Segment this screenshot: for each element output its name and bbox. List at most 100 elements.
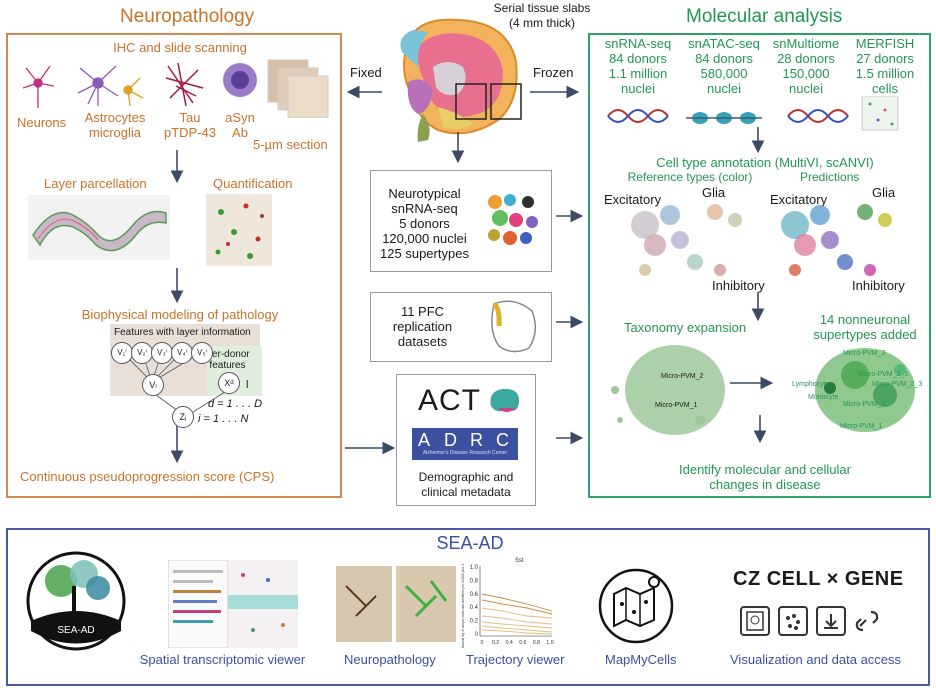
d-range: d = 1 . . . D (208, 398, 263, 410)
trajectory-ytick-label: 0.8 (470, 578, 479, 584)
fixed-label: Fixed (350, 65, 382, 80)
layer-parcellation-label: Layer parcellation (44, 176, 147, 191)
prediction-umap (781, 204, 892, 276)
neurotypical-umap (488, 194, 538, 245)
mapmycells-icon[interactable] (596, 566, 676, 644)
pfc-line-1: 11 PFC (400, 304, 445, 319)
nonneuronal-line-1: 14 nonneuronal (819, 312, 911, 327)
serial-slabs-label: Serial tissue slabs (4 mm thick) (482, 1, 602, 31)
neurotypical-line-4: 120,000 nuclei (382, 231, 467, 246)
sea-ad-logo[interactable] (26, 546, 126, 656)
identify-line-2: changes in disease (709, 477, 821, 492)
assay-merfish-count: 1.5 million (855, 66, 915, 81)
act-logo: ACT (418, 384, 481, 417)
v-node-2: V₂ⁱ (131, 342, 153, 364)
demographic-line-2: clinical metadata (421, 485, 511, 499)
spatial-viewer-screenshot[interactable] (168, 560, 298, 648)
report-icon[interactable] (740, 606, 770, 636)
excitatory-label-left: Excitatory (604, 192, 662, 207)
v-node-3: V₃ⁱ (151, 342, 173, 364)
assay-snrna-count: 1.1 million (608, 66, 668, 81)
adrc-letter-r: R (470, 430, 483, 450)
trajectory-line (481, 625, 553, 633)
umap-right-label-1: Micro-PVM_2 (843, 350, 886, 357)
assay-snrna: snRNA-seq 84 donors 1.1 million nuclei (598, 36, 678, 96)
pfc-text: 11 PFC replication datasets (375, 304, 470, 349)
sea-ad-logo-text: SEA-AD (57, 625, 95, 636)
assay-snmultiome-unit: nuclei (789, 81, 823, 96)
section-slides-icon (267, 59, 329, 118)
assay-snmultiome: snMultiome 28 donors 150,000 nuclei (768, 36, 844, 96)
assay-snatac-donors: 84 donors (695, 51, 753, 66)
molecular-analysis-title: Molecular analysis (686, 6, 843, 27)
neurons-label: Neurons (17, 115, 67, 130)
per-donor-label: Per-donor features (205, 349, 250, 371)
assay-snrna-name: snRNA-seq (604, 36, 672, 51)
cz-cellxgene-logo[interactable]: CZ CELL × GENE (733, 568, 904, 590)
tau-tangle-icon (165, 62, 204, 107)
trajectory-ytick-label: 0.2 (470, 619, 479, 625)
adrc-logo: A D R C Alzheimer's Disease Research Cen… (412, 428, 518, 460)
assay-snmultiome-donors: 28 donors (777, 51, 835, 66)
umap-left-label-2: Micro-PVM_1 (655, 402, 698, 409)
mapmycells-link[interactable]: MapMyCells (605, 652, 677, 667)
assay-snatac: snATAC-seq 84 donors 580,000 nuclei (683, 36, 765, 96)
assay-snatac-count: 580,000 (700, 66, 748, 81)
link-icon[interactable] (852, 606, 882, 636)
neurotypical-text: Neurotypical snRNA-seq 5 donors 120,000 … (372, 186, 477, 261)
spatial-viewer-link[interactable]: Spatial transcriptomic viewer (139, 652, 306, 667)
ihc-title: IHC and slide scanning (113, 40, 247, 55)
viz-data-access-link[interactable]: Visualization and data access (730, 652, 902, 667)
neuropathology-title: Neuropathology (120, 6, 255, 27)
trajectory-ytick-label: 0.6 (470, 592, 479, 598)
scatter-data-icon[interactable] (778, 606, 808, 636)
trajectory-xtick-label: 0.4 (506, 640, 513, 646)
assay-icons (607, 96, 899, 131)
neurotypical-line-1: Neurotypical (388, 186, 461, 201)
adrc-letter-c: C (496, 430, 509, 450)
reference-umap (631, 204, 742, 276)
trajectory-viewer-link[interactable]: Trajectory viewer (466, 652, 565, 667)
l-letter: l (246, 379, 249, 391)
download-icon[interactable] (816, 606, 846, 636)
assay-merfish-donors: 27 donors (856, 51, 914, 66)
trajectory-ytick-label: 0.4 (470, 605, 479, 611)
assay-snmultiome-name: snMultiome (772, 36, 840, 51)
tau-line: Tau (179, 110, 201, 125)
neuropathology-link[interactable]: Neuropathology (344, 652, 436, 667)
v-node-4: V₄ⁱ (171, 342, 193, 364)
trajectory-line (481, 621, 553, 629)
adrc-letter-d: D (444, 430, 457, 450)
taxonomy-umaps (611, 345, 915, 435)
neuropathology-panel (6, 33, 342, 498)
assay-merfish: MERFISH 27 donors 1.5 million cells (846, 36, 924, 96)
v-nodes-row: V₁ⁱ V₂ⁱ V₃ⁱ V₄ⁱ V₅ⁱ (111, 342, 217, 364)
identify-label: Identify molecular and cellular changes … (600, 462, 930, 492)
asyn-line: aSyn (225, 110, 255, 125)
annotation-label: Cell type annotation (MultiVI, scANVI) (656, 155, 874, 170)
features-layer-label: Features with layer information (114, 327, 251, 338)
umap-right-label-4: Micro-PVM_2_3 (872, 381, 923, 388)
ptdp-line: pTDP-43 (163, 125, 217, 140)
microglia-line: microglia (88, 125, 141, 140)
assay-snmultiome-count: 150,000 (782, 66, 830, 81)
neuropathology-screenshot[interactable] (336, 566, 456, 642)
v-node-5: V₅ⁱ (191, 342, 213, 364)
assay-snrna-unit: nuclei (621, 81, 655, 96)
trajectory-chart[interactable]: Sst Natural log of unique molecular iden… (460, 556, 555, 652)
frozen-label: Frozen (533, 65, 574, 80)
quantification-image (206, 194, 272, 266)
umap-left-label-1: Micro-PVM_2 (661, 373, 704, 380)
v-node-1: V₁ⁱ (111, 342, 133, 364)
nonneuronal-label: 14 nonneuronal supertypes added (800, 312, 930, 342)
serial-line-2: (4 mm thick) (509, 16, 575, 30)
asyn-icon (223, 63, 257, 97)
trajectory-line (481, 599, 553, 615)
inhibitory-label-right: Inhibitory (852, 278, 905, 293)
demographic-text: Demographic and clinical metadata (400, 470, 532, 500)
merfish-image-icon (861, 96, 899, 131)
trajectory-line (481, 615, 553, 625)
glia-label-left: Glia (702, 185, 726, 200)
